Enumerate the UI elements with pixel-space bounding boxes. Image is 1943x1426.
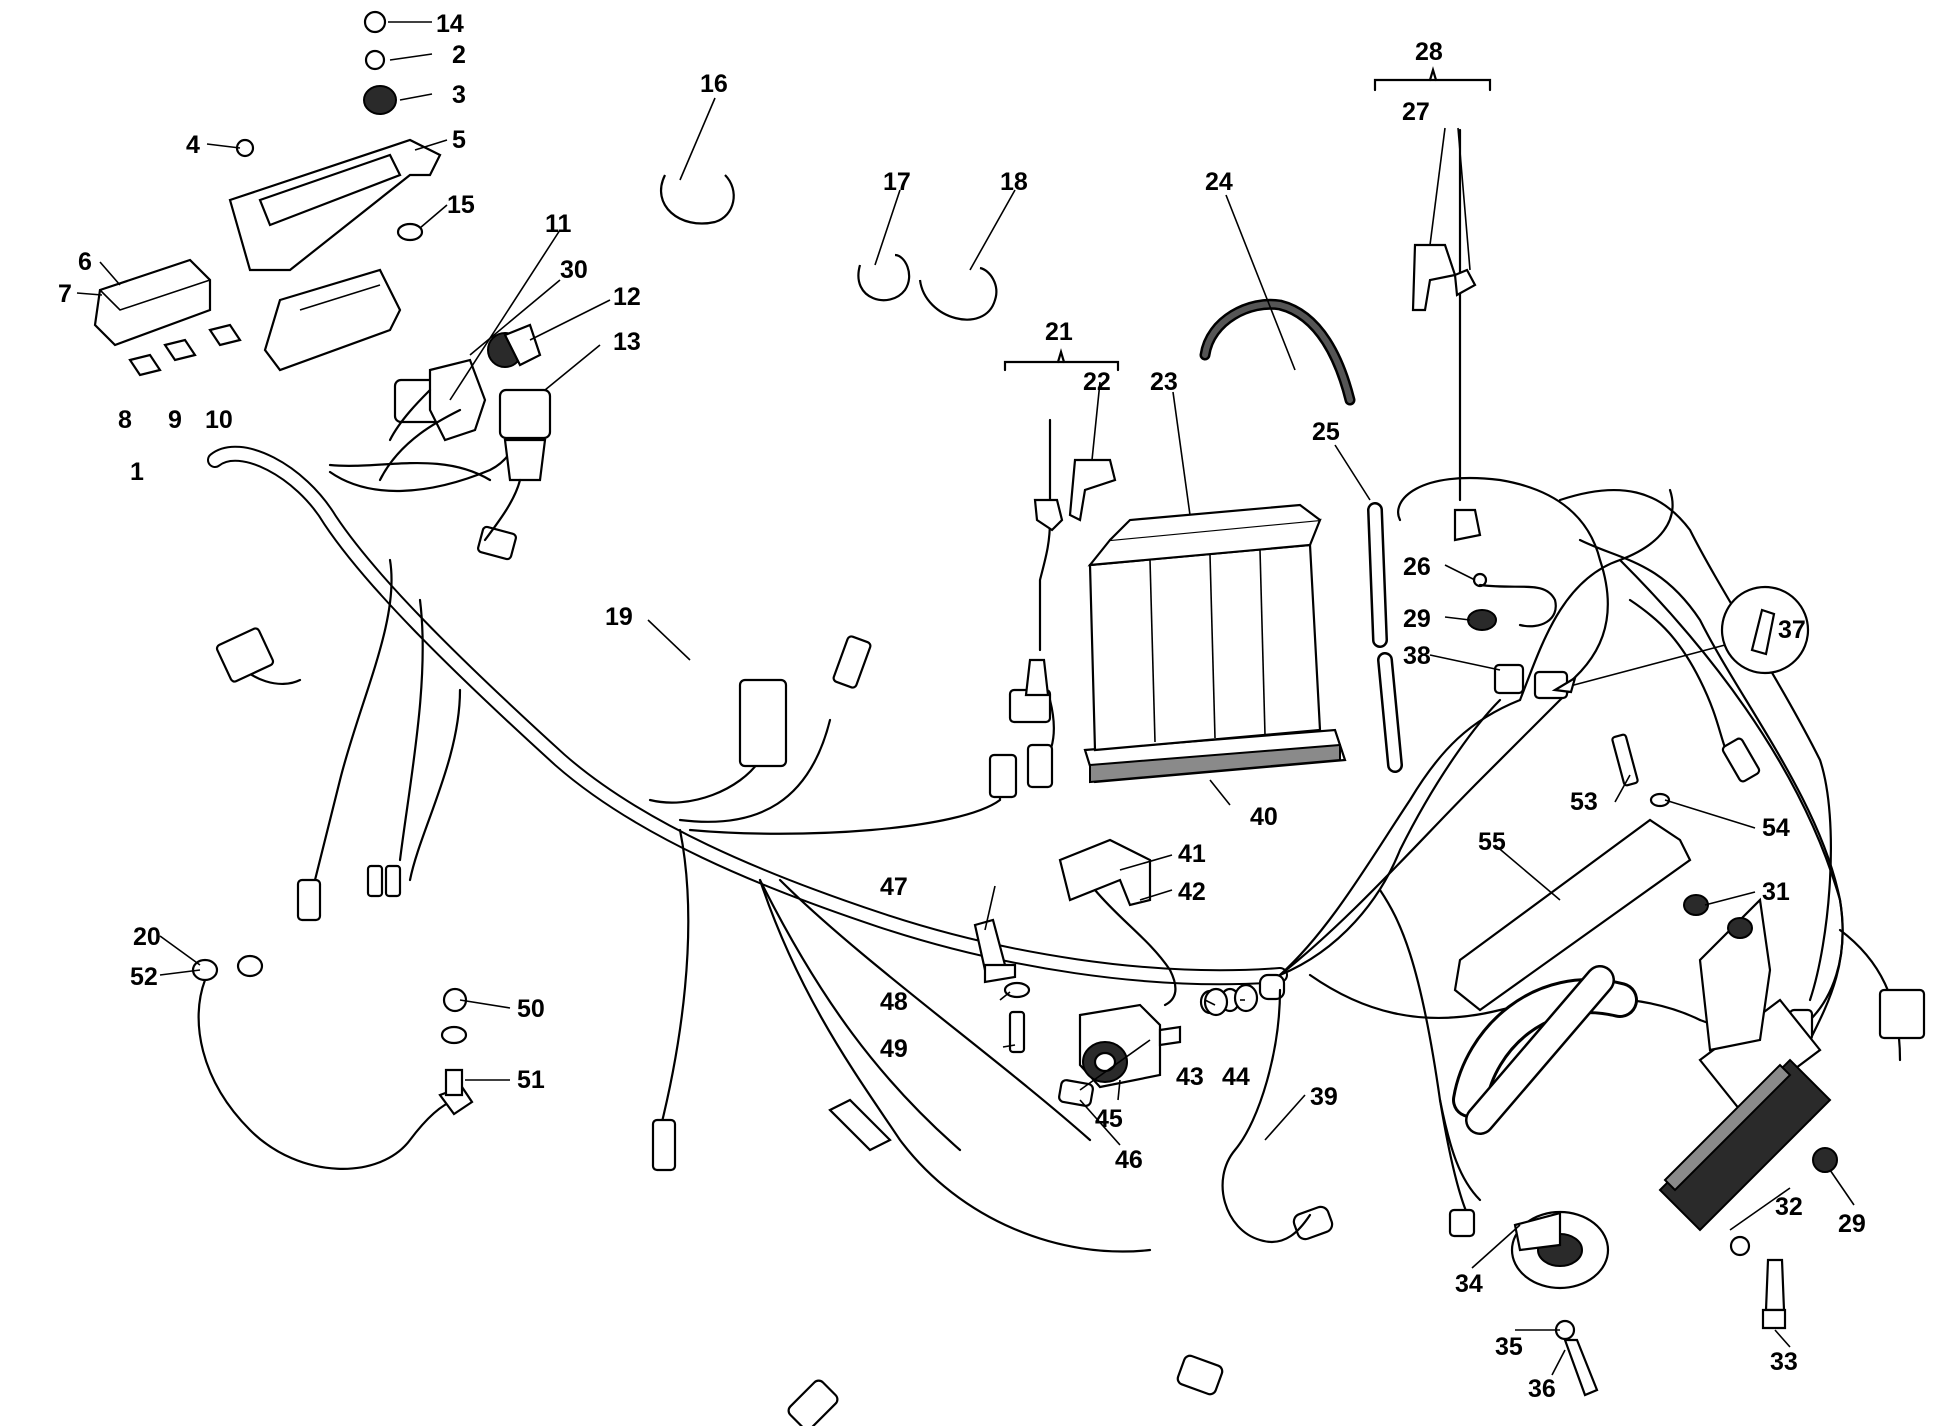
callout-12: 12	[613, 283, 641, 311]
ground-strap	[1467, 572, 1557, 631]
callout-7: 7	[58, 280, 72, 308]
callout-1: 1	[130, 458, 144, 486]
callout-20: 20	[133, 923, 161, 951]
callout-34: 34	[1455, 1270, 1483, 1298]
callout-4: 4	[186, 131, 200, 159]
voltage-regulator	[1453, 818, 1838, 1330]
callout-26: 26	[1403, 553, 1431, 581]
callout-28: 28	[1415, 38, 1443, 66]
callout-32: 32	[1775, 1193, 1803, 1221]
detail-inset-37	[1551, 585, 1810, 694]
callout-27: 27	[1402, 98, 1430, 126]
callout-46: 46	[1115, 1146, 1143, 1174]
callout-29-bottom: 29	[1838, 1210, 1866, 1238]
earth-cables	[191, 954, 1312, 1243]
callout-50: 50	[517, 995, 545, 1023]
battery	[1083, 503, 1347, 784]
callout-6: 6	[78, 248, 92, 276]
callout-38: 38	[1403, 642, 1431, 670]
callout-29-top: 29	[1403, 605, 1431, 633]
callout-11: 11	[545, 210, 572, 238]
callout-19: 19	[605, 603, 633, 631]
callout-15: 15	[447, 191, 475, 219]
bolts-53-54-31	[1611, 733, 1753, 939]
switch-45	[1078, 1003, 1182, 1089]
fuse-box-assembly	[93, 10, 552, 542]
callout-45: 45	[1095, 1105, 1123, 1133]
callout-44: 44	[1222, 1063, 1250, 1091]
harness-connectors	[215, 525, 1926, 1426]
battery-cables	[1008, 128, 1482, 724]
callout-33: 33	[1770, 1348, 1798, 1376]
callout-53: 53	[1570, 788, 1598, 816]
callout-3: 3	[452, 81, 466, 109]
callout-8: 8	[118, 406, 132, 434]
callout-30: 30	[560, 256, 588, 284]
callout-40: 40	[1250, 803, 1278, 831]
callout-10: 10	[205, 406, 233, 434]
cable-clips	[659, 174, 998, 321]
callout-43: 43	[1176, 1063, 1204, 1091]
group-braces	[1003, 66, 1492, 372]
callout-41: 41	[1178, 840, 1206, 868]
callout-5: 5	[452, 126, 466, 154]
callout-35: 35	[1495, 1333, 1523, 1361]
callout-52: 52	[130, 963, 158, 991]
callout-16: 16	[700, 70, 728, 98]
leader-lines	[76, 21, 1855, 1376]
breather-tubes	[1199, 298, 1403, 773]
callout-54: 54	[1762, 814, 1790, 842]
callout-25: 25	[1312, 418, 1340, 446]
callout-39: 39	[1310, 1083, 1338, 1111]
callout-49: 49	[880, 1035, 908, 1063]
callout-2: 2	[452, 41, 466, 69]
callout-42: 42	[1178, 878, 1206, 906]
callout-22: 22	[1083, 368, 1111, 396]
callout-23: 23	[1150, 368, 1178, 396]
callout-labels: 14 2 3 4 5 15 6 7 8 9 10 11 30 12 13 1 1…	[58, 10, 1866, 1403]
callout-13: 13	[613, 328, 641, 356]
callout-37: 37	[1778, 616, 1806, 644]
callout-51: 51	[517, 1066, 545, 1094]
callout-9: 9	[168, 406, 182, 434]
main-wiring-harness	[207, 418, 1902, 1253]
callout-14: 14	[436, 10, 464, 38]
callout-24: 24	[1205, 168, 1233, 196]
frame-section	[1452, 965, 1638, 1397]
callout-55: 55	[1478, 828, 1506, 856]
callout-36: 36	[1528, 1375, 1556, 1403]
callout-21: 21	[1045, 318, 1073, 346]
callout-48: 48	[880, 988, 908, 1016]
callout-47: 47	[880, 873, 908, 901]
callout-17: 17	[883, 168, 911, 196]
callout-31: 31	[1762, 878, 1790, 906]
callout-18: 18	[1000, 168, 1028, 196]
